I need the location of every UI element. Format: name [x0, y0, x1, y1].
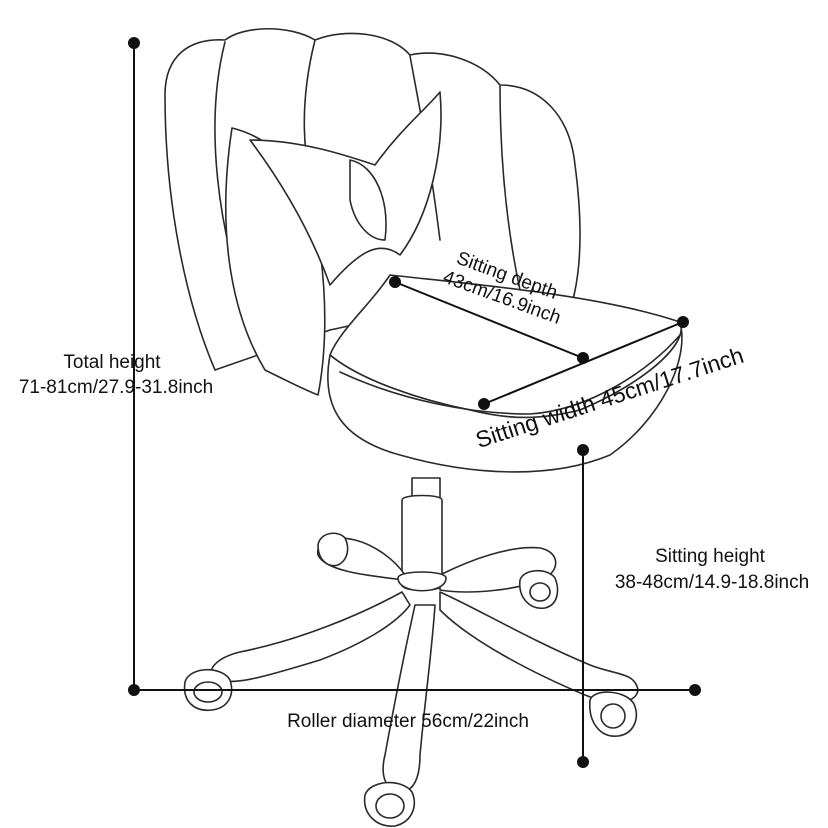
- chair-illustration: [164, 27, 683, 827]
- lumbar-pillow: [249, 91, 442, 286]
- total-height-top-dot: [128, 37, 140, 49]
- caster-right: [589, 691, 638, 737]
- sitting-height-top-dot: [577, 444, 589, 456]
- star-hub: [397, 571, 447, 592]
- back-seam-4: [499, 85, 521, 291]
- sitting-width-left-dot: [478, 398, 490, 410]
- seat-piping: [339, 334, 681, 415]
- caster-front: [363, 781, 416, 827]
- sitting-width-right-dot: [677, 316, 689, 328]
- dimension-lines: [128, 37, 701, 768]
- pillow-knot: [349, 159, 387, 241]
- caster-back-right: [519, 569, 559, 609]
- sitting-height-bottom-dot: [577, 756, 589, 768]
- sitting-height-label: Sitting height: [655, 546, 766, 567]
- roller-diameter-label: Roller diameter 56cm/22inch: [287, 711, 529, 732]
- sitting-height-value: 38-48cm/14.9-18.8inch: [615, 572, 809, 593]
- sitting-depth-back-dot: [389, 276, 401, 288]
- total-height-value: 71-81cm/27.9-31.8inch: [19, 377, 213, 398]
- total-height-label: Total height: [63, 352, 161, 373]
- roller-diameter-right-dot: [689, 684, 701, 696]
- sitting-width-line: [483, 321, 684, 405]
- sitting-depth-line: [394, 281, 584, 359]
- caster-back-left: [317, 532, 349, 567]
